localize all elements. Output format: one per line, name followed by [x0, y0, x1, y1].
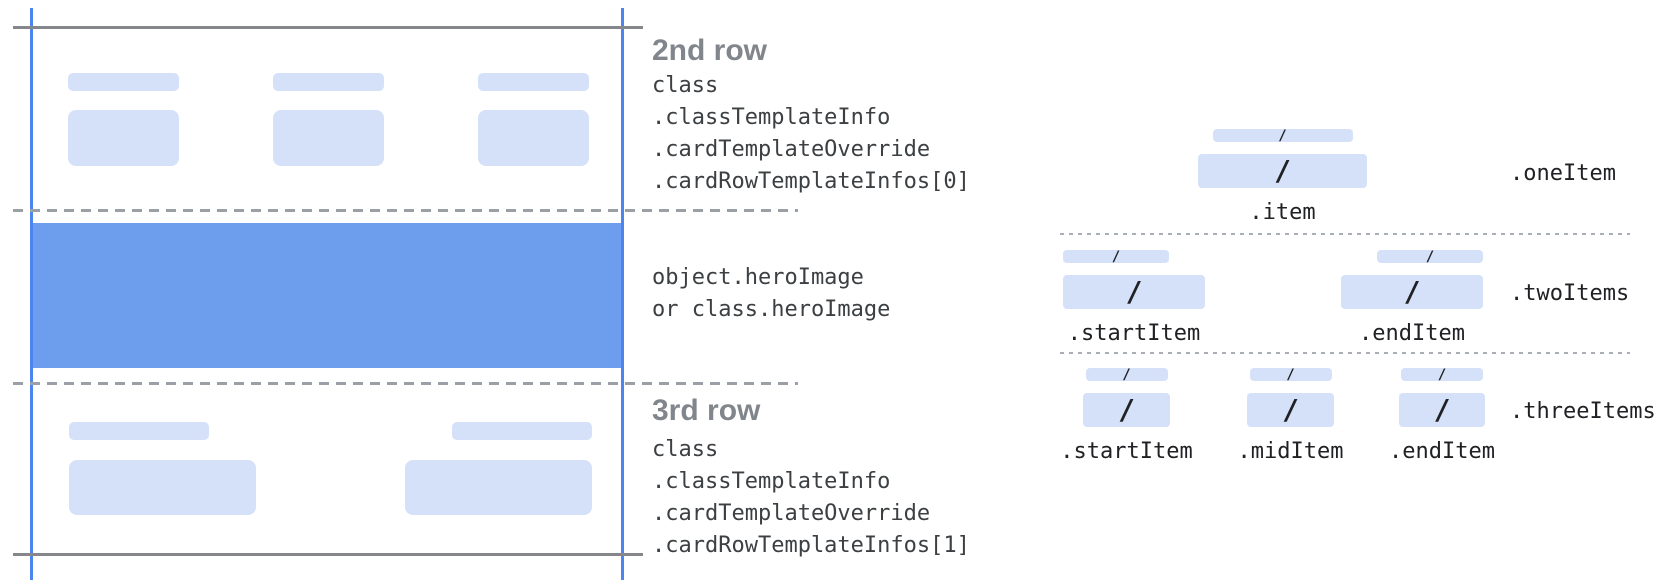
hero-image-band [33, 223, 621, 368]
slash-glyph: / [1118, 393, 1135, 426]
item-value-bar: / [1247, 393, 1334, 427]
two-items-start-item: / / .startItem [1063, 250, 1205, 347]
item-value-bar: / [1341, 275, 1483, 309]
third-row-code: class .classTemplateInfo .cardTemplateOv… [652, 434, 970, 562]
slash-glyph: / [1437, 366, 1447, 383]
code-line: .cardTemplateOverride [652, 501, 931, 526]
row3-col1-label-placeholder [69, 422, 209, 440]
row3-col2-label-placeholder [452, 422, 592, 440]
three-items-mid-item: / / .midItem [1238, 366, 1344, 465]
three-items-start-item: / / .startItem [1060, 366, 1192, 465]
item-value-bar: / [1083, 393, 1170, 427]
one-item-layout-name: .oneItem [1510, 161, 1616, 186]
two-items-layout-name: .twoItems [1510, 281, 1630, 306]
code-line: class [652, 73, 719, 98]
item-value-bar: / [1399, 393, 1485, 427]
right-margin-line [621, 8, 624, 580]
slash-glyph: / [1278, 127, 1287, 144]
row2-col3-value-placeholder [478, 110, 589, 166]
item-field-label: .item [1249, 200, 1316, 225]
left-margin-line [30, 8, 33, 580]
slash-glyph: / [1286, 366, 1295, 383]
row2-col1-value-placeholder [68, 110, 179, 166]
three-items-end-item: / / .endItem [1389, 366, 1495, 465]
code-line: .classTemplateInfo [652, 469, 891, 494]
slash-glyph: / [1403, 275, 1421, 308]
row2-col2-label-placeholder [273, 73, 384, 91]
card-top-edge-line [13, 26, 643, 29]
row3-col1-value-placeholder [69, 460, 256, 515]
item-field-label: .midItem [1237, 439, 1344, 464]
item-label-bar: / [1401, 366, 1483, 383]
slash-glyph: / [1433, 393, 1451, 426]
three-items-layout-name: .threeItems [1510, 399, 1656, 424]
second-row-heading: 2nd row [652, 34, 768, 67]
slash-glyph: / [1282, 393, 1299, 426]
item-field-label: .endItem [1359, 321, 1465, 346]
item-value-bar: / [1063, 275, 1205, 309]
slash-glyph: / [1425, 248, 1435, 265]
third-row-heading: 3rd row [652, 394, 761, 427]
slash-glyph: / [1125, 275, 1143, 308]
code-line: object.heroImage [652, 265, 864, 290]
item-label-bar: / [1249, 366, 1332, 383]
two-items-end-item: / / .endItem [1341, 250, 1483, 347]
card-bottom-edge-line [13, 553, 643, 556]
row2-col1-label-placeholder [68, 73, 179, 91]
one-two-dotted-separator [1060, 233, 1630, 235]
item-field-label: .endItem [1389, 439, 1495, 464]
row3-col2-value-placeholder [405, 460, 592, 515]
item-field-label: .startItem [1060, 439, 1193, 464]
hero-row3-dashed-separator [13, 382, 798, 385]
slash-glyph: / [1274, 154, 1291, 187]
item-label-bar: / [1085, 366, 1168, 383]
slash-glyph: / [1111, 248, 1121, 265]
code-line: class [652, 437, 719, 462]
row2-col2-value-placeholder [273, 110, 384, 166]
row2-hero-dashed-separator [13, 209, 798, 212]
two-three-dotted-separator [1060, 352, 1630, 354]
item-label-bar: / [1377, 248, 1483, 265]
code-line: .classTemplateInfo [652, 105, 891, 130]
item-label-bar: / [1063, 248, 1169, 265]
slash-glyph: / [1122, 366, 1131, 383]
code-line: .cardRowTemplateInfos[1] [652, 533, 970, 558]
row2-col3-label-placeholder [478, 73, 589, 91]
code-line: or class.heroImage [652, 297, 891, 322]
second-row-code: class .classTemplateInfo .cardTemplateOv… [652, 70, 970, 198]
item-label-bar: / [1212, 127, 1353, 144]
item-value-bar: / [1198, 154, 1367, 188]
item-field-label: .startItem [1067, 321, 1201, 346]
hero-image-code: object.heroImage or class.heroImage [652, 262, 890, 326]
code-line: .cardTemplateOverride [652, 137, 931, 162]
one-item-layout: / / .item [1198, 129, 1367, 226]
code-line: .cardRowTemplateInfos[0] [652, 169, 970, 194]
